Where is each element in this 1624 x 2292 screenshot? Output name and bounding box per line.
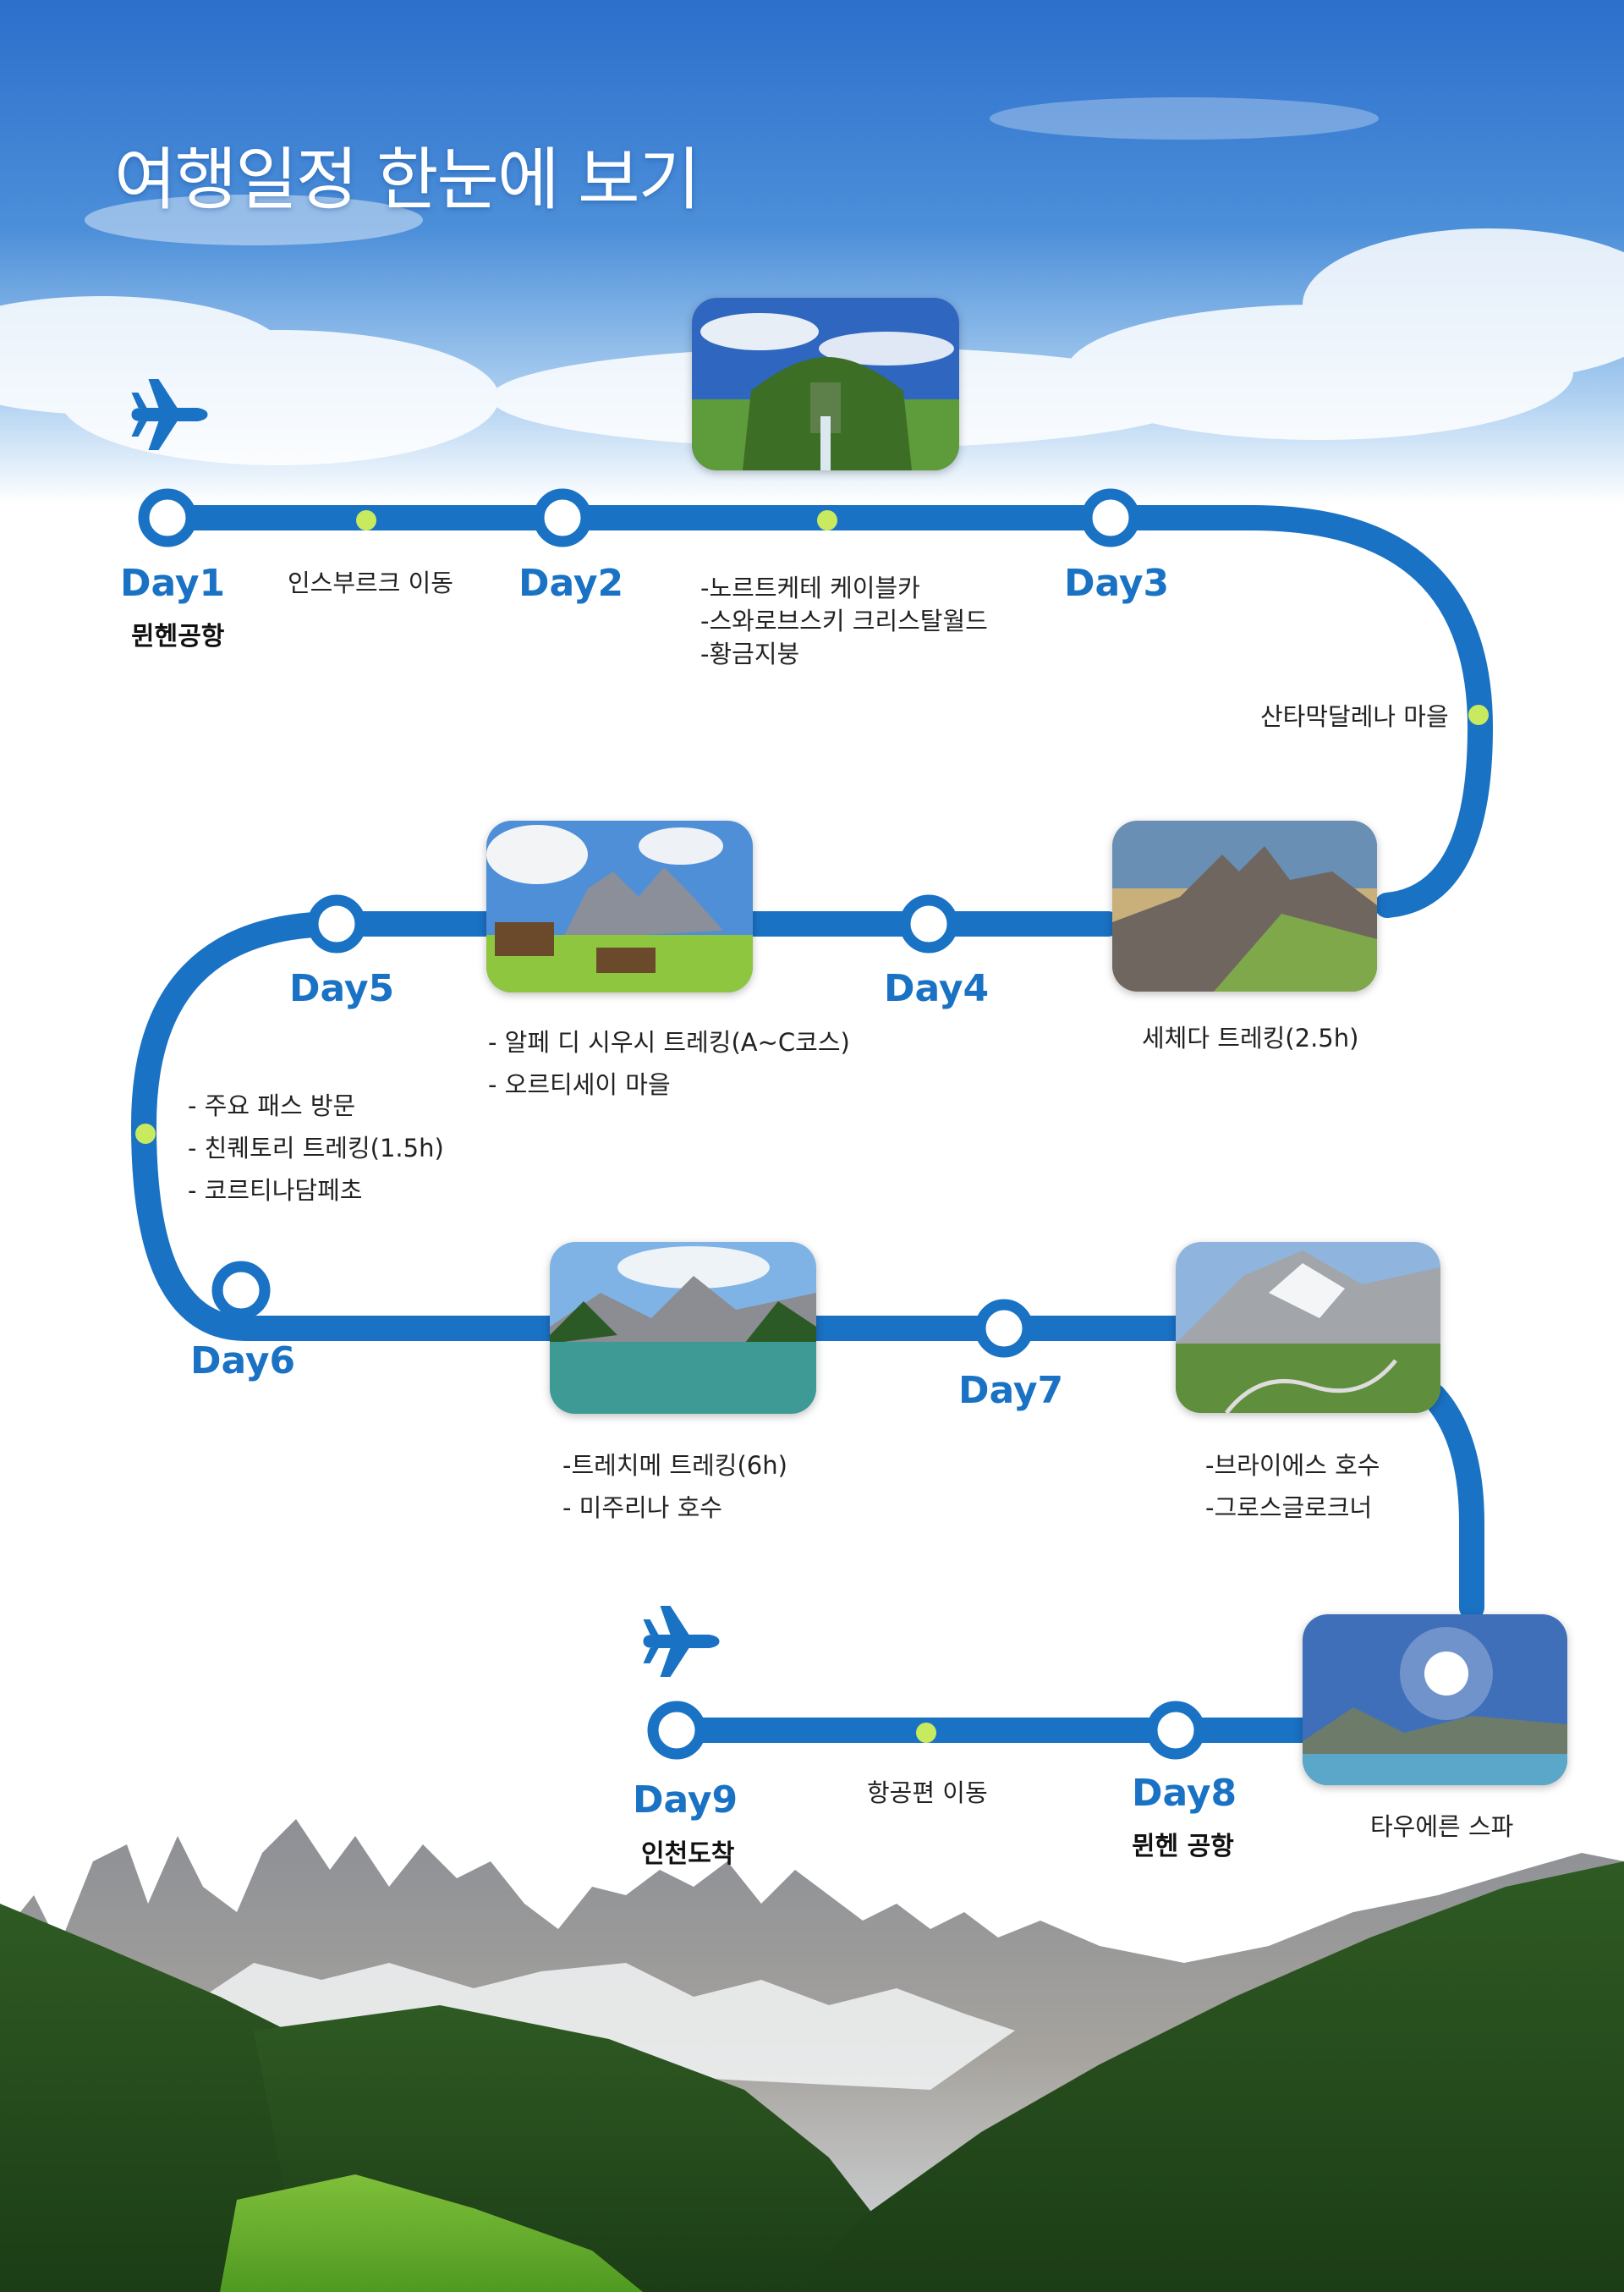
stop-marker-day4 [899, 894, 958, 954]
day-sublabel: 뮌헨공항 [131, 622, 225, 651]
stop-marker-day5 [307, 894, 366, 954]
stop-marker-day6 [211, 1261, 271, 1320]
photo-misurina-lake [550, 1242, 816, 1414]
waypoint-dot [135, 1124, 156, 1144]
day-label: Day7 [958, 1369, 1064, 1412]
stop-marker-day2 [533, 488, 592, 547]
activity-list-day5: - 알페 디 시우시 트레킹(A~C코스) - 오르티세이 마을 [488, 1028, 850, 1099]
stop-marker-day1 [138, 488, 197, 547]
activity-seceda: 세체다 트레킹(2.5h) [1142, 1024, 1359, 1053]
airplane-icon [643, 1606, 720, 1677]
page-title: 여행일정 한눈에 보기 [114, 140, 700, 219]
day-label: Day6 [190, 1339, 296, 1382]
day-sublabel: 인천도착 [641, 1839, 735, 1869]
activity-santa-maddalena: 산타막달레나 마을 [1260, 702, 1449, 731]
activity-list-day2: -노르트케테 케이블카 -스와로브스키 크리스탈월드 -황금지붕 [700, 574, 988, 669]
photo-seceda [1112, 821, 1377, 992]
day-label: Day9 [633, 1778, 738, 1822]
day-label: Day4 [884, 967, 990, 1010]
waypoint-dot [916, 1723, 936, 1743]
day-label: Day1 [120, 562, 226, 605]
stop-marker-day9 [647, 1701, 706, 1760]
activity-innsbruck-move: 인스부르크 이동 [288, 569, 453, 597]
waypoint-dot [817, 510, 837, 530]
day-label: Day5 [289, 967, 395, 1010]
day-label: Day8 [1132, 1772, 1237, 1815]
activity-list-day6: -트레치메 트레킹(6h) - 미주리나 호수 [562, 1451, 787, 1522]
photo-tauern-spa [1303, 1614, 1567, 1785]
waypoint-dot [356, 510, 376, 530]
activity-tauern-spa: 타우에른 스파 [1370, 1812, 1514, 1841]
day-label: Day2 [518, 562, 624, 605]
activity-list-day7: -브라이에스 호수 -그로스글로크너 [1205, 1451, 1380, 1522]
photo-alpe-di-siusi [486, 821, 753, 992]
activity-list-day5-6: - 주요 패스 방문 - 친퀘토리 트레킹(1.5h) - 코르티나담페초 [188, 1091, 444, 1205]
photo-crystal-worlds [692, 298, 959, 470]
stop-marker-day7 [974, 1299, 1034, 1358]
waypoint-dot [1468, 705, 1489, 725]
photo-grossglockner [1176, 1242, 1440, 1413]
stop-marker-day3 [1081, 488, 1140, 547]
activity-flight: 항공편 이동 [867, 1778, 988, 1807]
stop-marker-day8 [1146, 1701, 1205, 1760]
day-sublabel: 뮌헨 공항 [1132, 1832, 1234, 1861]
day-label: Day3 [1064, 562, 1170, 605]
airplane-icon [131, 379, 208, 450]
